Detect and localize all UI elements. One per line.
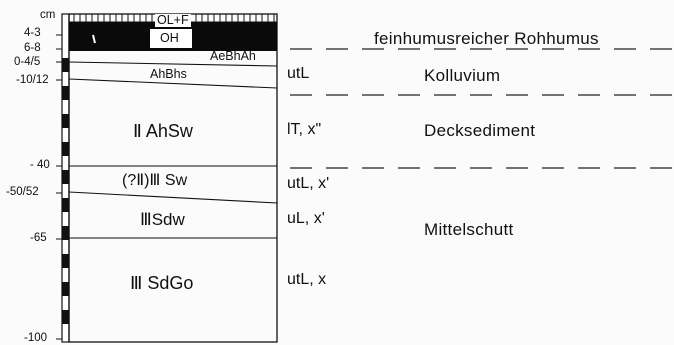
depth-label: 0-4/5 [14,56,41,68]
horizon-label: (?Ⅱ)Ⅲ Sw [122,172,188,189]
horizon-label: Ⅲ SdGo [130,273,194,293]
depth-label: 6-8 [24,42,41,54]
depth-label: 4-3 [24,27,41,39]
horizon-label: OH [160,31,179,45]
description-kolluvium: Kolluvium [424,66,501,85]
texture-label: lT, x" [287,121,322,138]
texture-label: utL, x [287,271,327,288]
depth-label: -65 [30,232,47,244]
description-decksediment: Decksediment [424,121,536,140]
horizon-boundaries [68,61,278,239]
description-mittelschutt: Mittelschutt [424,220,514,239]
texture-label: utL, x' [287,175,330,192]
texture-label: utL [287,65,310,82]
horizon-label: AeBhAh [210,49,256,63]
horizon-label: ⅢSdw [140,210,185,229]
horizon-label: OL+F [155,13,191,27]
depth-label: - 40 [30,159,50,171]
depth-label: -50/52 [6,186,39,198]
depth-label: -100 [24,332,48,344]
unit-separators [290,48,674,169]
horizon-label: Ⅱ AhSw [133,121,193,141]
depth-ticks [56,34,62,340]
depth-label: -10/12 [16,74,49,86]
depth-scale-strip [61,13,70,343]
depth-unit-label: cm [40,9,56,21]
oh-label-box [150,29,192,48]
description-humus: feinhumusreicher Rohhumus [374,29,599,48]
horizon-label: AhBhs [150,67,187,81]
texture-label: uL, x' [287,210,325,227]
